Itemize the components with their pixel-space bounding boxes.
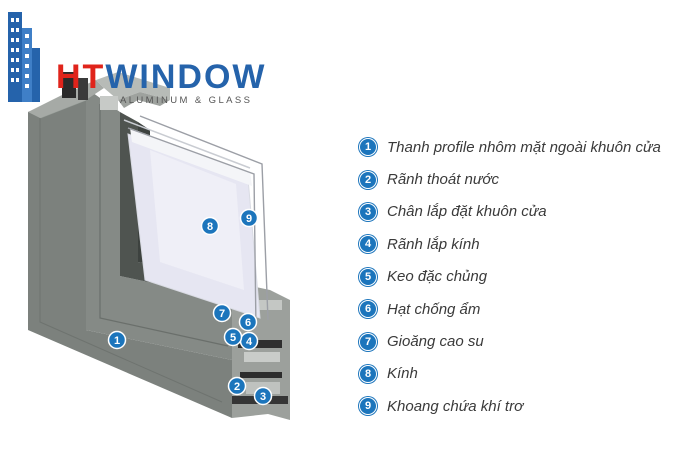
legend-number-badge: 7 xyxy=(360,333,376,350)
legend-item: 9 Khoang chứa khí trơ xyxy=(360,390,700,422)
glass-panes xyxy=(123,115,269,331)
callout-marker-6: 6 xyxy=(238,312,258,332)
legend-label: Hạt chống ẩm xyxy=(387,300,481,318)
callout-marker-9: 9 xyxy=(239,208,259,228)
legend-item: 5 Keo đặc chủng xyxy=(360,261,700,293)
legend-item: 4 Rãnh lắp kính xyxy=(360,228,700,260)
callout-number: 5 xyxy=(230,332,236,344)
legend-item: 1 Thanh profile nhôm mặt ngoài khuôn cửa xyxy=(360,131,700,163)
callout-marker-1: 1 xyxy=(107,330,127,350)
callout-number: 3 xyxy=(260,391,266,403)
legend-number-badge: 8 xyxy=(360,365,376,382)
brand-prefix: HT xyxy=(56,58,106,96)
callout-marker-4: 4 xyxy=(239,331,259,351)
legend-number-badge: 9 xyxy=(360,398,376,415)
callout-marker-8: 8 xyxy=(200,216,220,236)
legend-item: 8 Kính xyxy=(360,358,700,390)
callout-number: 9 xyxy=(246,213,252,225)
brand-tagline: ALUMINUM & GLASS xyxy=(120,95,253,106)
legend-number-badge: 3 xyxy=(360,203,376,220)
legend-number-badge: 4 xyxy=(360,236,376,253)
legend-item: 7 Gioăng cao su xyxy=(360,325,700,357)
legend-label: Rãnh lắp kính xyxy=(387,235,480,253)
callout-marker-7: 7 xyxy=(212,303,232,323)
legend-label: Thanh profile nhôm mặt ngoài khuôn cửa xyxy=(387,138,661,156)
legend-label: Gioăng cao su xyxy=(387,333,484,351)
legend-number-badge: 5 xyxy=(360,268,376,285)
callout-number: 4 xyxy=(246,336,253,348)
callout-number: 6 xyxy=(245,317,251,329)
callout-marker-2: 2 xyxy=(227,376,247,396)
legend-label: Chân lắp đặt khuôn cửa xyxy=(387,203,547,221)
legend-label: Keo đặc chủng xyxy=(387,268,488,286)
callout-number: 2 xyxy=(234,381,240,393)
callout-marker-5: 5 xyxy=(223,327,243,347)
legend-label: Khoang chứa khí trơ xyxy=(387,397,524,415)
legend-item: 3 Chân lắp đặt khuôn cửa xyxy=(360,196,700,228)
legend-number-badge: 1 xyxy=(360,139,376,156)
legend-number-badge: 6 xyxy=(360,301,376,318)
callout-number: 8 xyxy=(207,221,213,233)
legend-number-badge: 2 xyxy=(360,171,376,188)
brand-name: WINDOW xyxy=(105,58,267,96)
callout-marker-3: 3 xyxy=(253,386,273,406)
logo-building-icon xyxy=(8,12,40,102)
legend-label: Kính xyxy=(387,365,418,383)
legend-item: 6 Hạt chống ẩm xyxy=(360,293,700,325)
brand-logo: HTWINDOW xyxy=(56,60,267,94)
legend-item: 2 Rãnh thoát nước xyxy=(360,163,700,195)
callout-number: 7 xyxy=(219,308,225,320)
legend-label: Rãnh thoát nước xyxy=(387,171,499,189)
callout-layer: 1 2 3 456 7 8 9 xyxy=(107,208,273,406)
callout-number: 1 xyxy=(114,335,120,347)
